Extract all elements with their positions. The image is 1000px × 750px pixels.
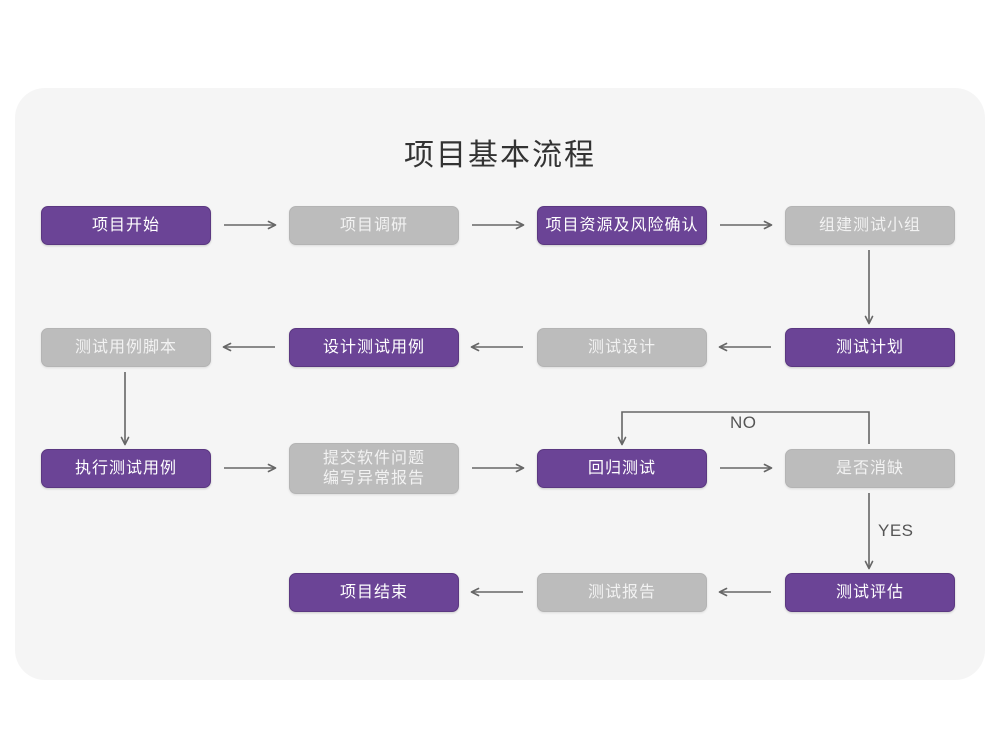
node-test-evaluation[interactable]: 测试评估 [785,573,955,612]
node-test-case-script[interactable]: 测试用例脚本 [41,328,211,367]
node-submit-defect-report[interactable]: 提交软件问题 编写异常报告 [289,443,459,494]
edge-label-no: NO [730,413,757,432]
node-project-research[interactable]: 项目调研 [289,206,459,245]
node-project-start[interactable]: 项目开始 [41,206,211,245]
node-test-plan[interactable]: 测试计划 [785,328,955,367]
node-design-test-case[interactable]: 设计测试用例 [289,328,459,367]
page-title: 项目基本流程 [404,139,596,172]
node-regression-test[interactable]: 回归测试 [537,449,707,488]
node-form-test-team[interactable]: 组建测试小组 [785,206,955,245]
node-execute-test-case[interactable]: 执行测试用例 [41,449,211,488]
node-defect-resolved[interactable]: 是否消缺 [785,449,955,488]
node-resource-risk-confirm[interactable]: 项目资源及风险确认 [537,206,707,245]
node-test-report[interactable]: 测试报告 [537,573,707,612]
node-project-end[interactable]: 项目结束 [289,573,459,612]
edge-label-yes: YES [878,521,914,540]
node-test-design[interactable]: 测试设计 [537,328,707,367]
